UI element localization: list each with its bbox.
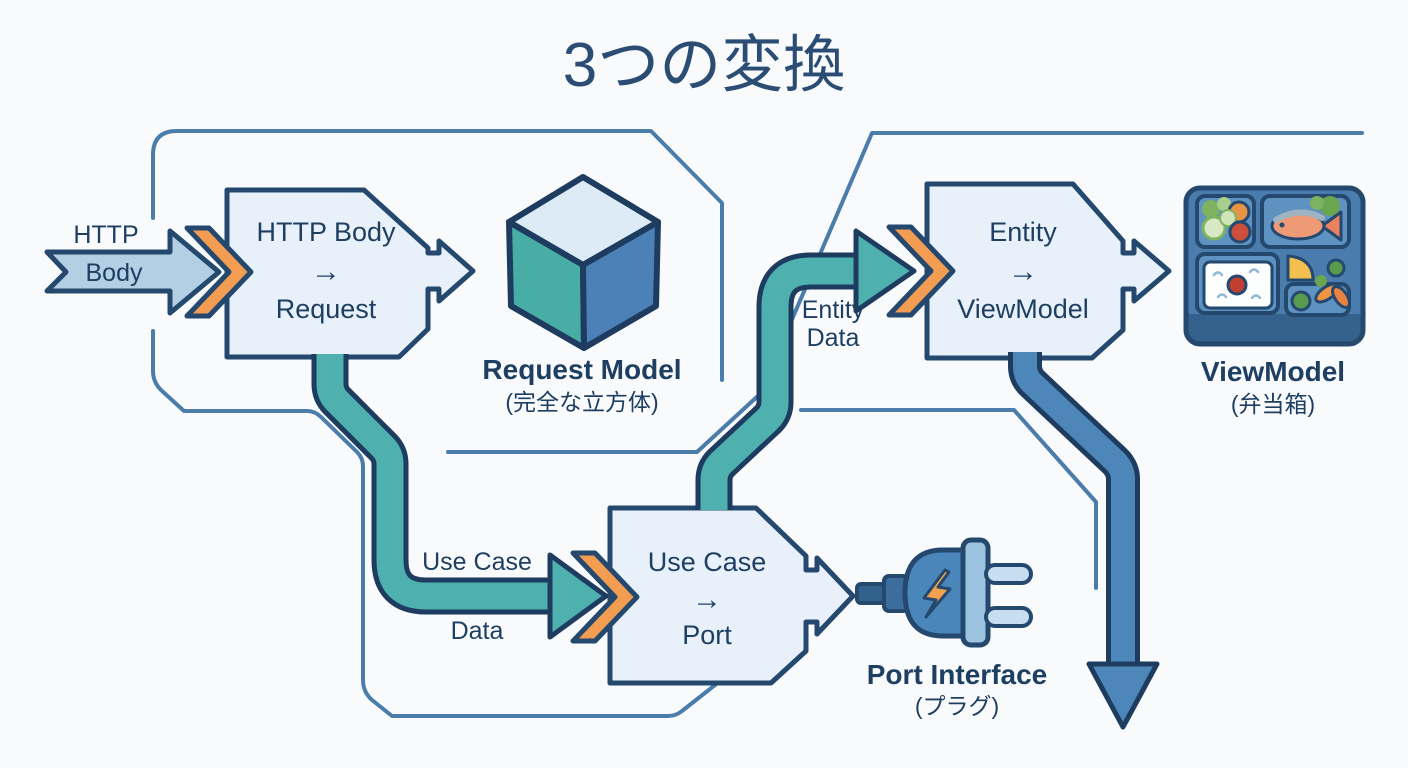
port-interface-subtitle: (プラグ)	[915, 693, 999, 719]
entity-data-line2: Data	[807, 324, 860, 352]
box1-line2: Request	[276, 294, 377, 324]
http-input-label-in: Body	[86, 259, 143, 287]
transform-box-http-to-request	[224, 187, 476, 360]
use-case-data-line1: Use Case	[422, 548, 532, 576]
chevron-icon-3	[886, 224, 956, 318]
transform-box-usecase-to-port	[607, 505, 856, 686]
request-model-subtitle: (完全な立方体)	[505, 389, 658, 415]
box3-line2: ViewModel	[957, 294, 1089, 324]
frame-line-bottom-left	[151, 329, 768, 718]
page-title: 3つの変換	[563, 31, 845, 100]
port-interface-label: Port Interface	[867, 659, 1048, 690]
box2-arrow-glyph: →	[692, 583, 722, 616]
box2-line2: Port	[682, 620, 732, 650]
chevron-icon-2	[570, 550, 640, 644]
viewmodel-subtitle: (弁当箱)	[1231, 391, 1315, 417]
output-flow-arrow-down	[1008, 349, 1160, 730]
chevron-icon-1	[184, 225, 254, 319]
request-model-label: Request Model	[482, 354, 681, 385]
entity-data-line1: Entity	[802, 296, 865, 324]
frame-line-top-left	[151, 129, 724, 382]
box3-arrow-glyph: →	[1008, 255, 1038, 288]
http-input-label-top: HTTP	[73, 221, 138, 249]
plug-icon	[855, 537, 1033, 648]
box1-line1: HTTP Body	[256, 217, 396, 247]
box1-arrow-glyph: →	[311, 255, 341, 288]
frame-line-mid-right	[799, 408, 1098, 590]
box2-line1: Use Case	[648, 547, 767, 577]
viewmodel-label: ViewModel	[1201, 356, 1345, 387]
transform-box-entity-to-viewmodel	[924, 181, 1172, 361]
use-case-data-line2: Data	[451, 617, 504, 645]
box3-line1: Entity	[989, 217, 1057, 247]
http-input-arrow	[44, 228, 222, 316]
flow-arrow-use-case-data	[311, 354, 609, 640]
bento-box-icon	[1183, 185, 1366, 347]
cube-icon	[506, 174, 661, 351]
flow-arrow-entity-data	[695, 228, 917, 510]
